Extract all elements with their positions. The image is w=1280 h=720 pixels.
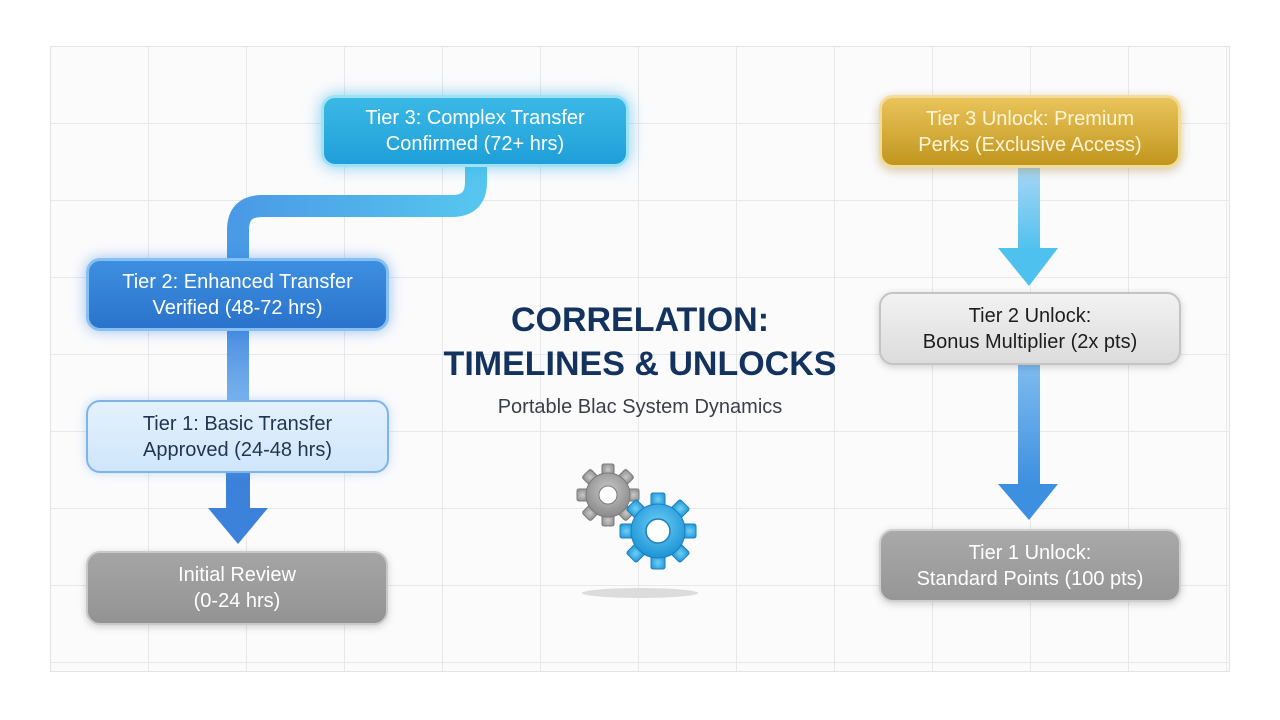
gears-shadow	[582, 588, 698, 598]
tier3-unlock-line2: Perks (Exclusive Access)	[918, 133, 1142, 156]
tier1-timeline-line2: Approved (24-48 hrs)	[143, 438, 332, 461]
connector-tier2-to-tier1	[227, 329, 249, 402]
blue-gear-icon	[619, 492, 697, 570]
tier1-timeline-node: Tier 1: Basic Transfer Approved (24-48 h…	[86, 400, 389, 473]
arrow-unlock2-to-unlock1	[998, 364, 1058, 520]
gears-icon	[576, 463, 698, 598]
diagram-title-line2: TIMELINES & UNLOCKS	[443, 345, 837, 383]
tier1-unlock-line2: Standard Points (100 pts)	[916, 567, 1144, 590]
tier2-unlock-line2: Bonus Multiplier (2x pts)	[922, 330, 1138, 353]
connector-tier3-to-tier2	[227, 166, 487, 260]
tier3-unlock-line1: Tier 3 Unlock: Premium	[925, 107, 1135, 130]
tier3-timeline-node: Tier 3: Complex Transfer Confirmed (72+ …	[321, 95, 629, 167]
tier2-timeline-node: Tier 2: Enhanced Transfer Verified (48-7…	[86, 258, 389, 331]
initial-review-line1: Initial Review	[178, 564, 296, 586]
tier3-timeline-line1: Tier 3: Complex Transfer	[365, 107, 585, 129]
arrow-tier1-to-initial	[208, 472, 268, 544]
gray-gear-icon	[576, 463, 640, 527]
initial-review-node: Initial Review (0-24 hrs)	[86, 551, 388, 625]
diagram-title-line1: CORRELATION:	[510, 301, 770, 339]
arrow-unlock3-to-unlock2	[998, 167, 1058, 286]
initial-review-line2: (0-24 hrs)	[193, 590, 281, 612]
tier2-unlock-node: Tier 2 Unlock: Bonus Multiplier (2x pts)	[879, 292, 1181, 365]
tier2-unlock-line1: Tier 2 Unlock:	[968, 304, 1092, 327]
diagram-title: CORRELATION: TIMELINES & UNLOCKS	[430, 298, 850, 386]
tier1-timeline-line1: Tier 1: Basic Transfer	[142, 412, 333, 435]
tier1-unlock-line1: Tier 1 Unlock:	[968, 541, 1092, 564]
tier1-unlock-node: Tier 1 Unlock: Standard Points (100 pts)	[879, 529, 1181, 602]
tier2-timeline-line1: Tier 2: Enhanced Transfer	[122, 270, 353, 293]
tier3-timeline-line2: Confirmed (72+ hrs)	[385, 133, 565, 155]
tier2-timeline-line2: Verified (48-72 hrs)	[152, 296, 323, 319]
diagram-subtitle: Portable Blac System Dynamics	[497, 396, 783, 418]
tier3-unlock-node: Tier 3 Unlock: Premium Perks (Exclusive …	[879, 95, 1181, 168]
